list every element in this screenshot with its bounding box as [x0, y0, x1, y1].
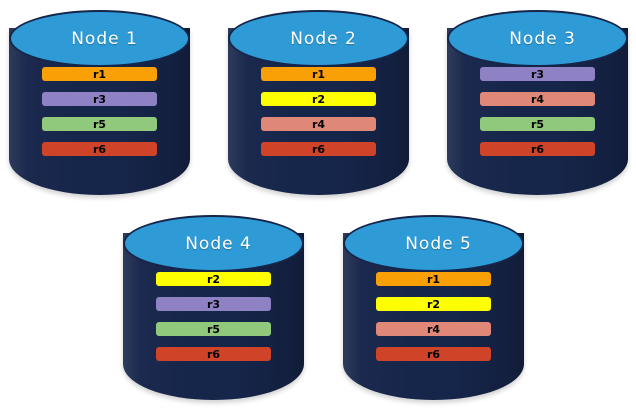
node-label: Node 2 [290, 28, 357, 49]
replica-list: r3 r4 r5 r6 [480, 67, 595, 156]
node-cylinder-1[interactable]: Node 1 r1 r3 r5 r6 [9, 10, 190, 195]
replica-bar[interactable]: r5 [480, 117, 595, 131]
replica-bar[interactable]: r1 [42, 67, 157, 81]
replica-bar[interactable]: r5 [42, 117, 157, 131]
replica-bar[interactable]: r2 [376, 297, 491, 311]
replica-bar[interactable]: r1 [261, 67, 376, 81]
node-top-ellipse [123, 215, 304, 272]
node-cylinder-5[interactable]: Node 5 r1 r2 r4 r6 [343, 215, 524, 400]
node-cylinder-4[interactable]: Node 4 r2 r3 r5 r6 [123, 215, 304, 400]
replica-bar[interactable]: r2 [156, 272, 271, 286]
node-label: Node 1 [71, 28, 138, 49]
replica-bar[interactable]: r6 [261, 142, 376, 156]
replica-bar[interactable]: r5 [156, 322, 271, 336]
node-top-ellipse [343, 215, 524, 272]
replica-list: r1 r2 r4 r6 [376, 272, 491, 361]
node-top-ellipse [228, 10, 409, 67]
replica-bar[interactable]: r6 [156, 347, 271, 361]
replica-bar[interactable]: r4 [480, 92, 595, 106]
replica-list: r1 r2 r4 r6 [261, 67, 376, 156]
replica-bar[interactable]: r3 [156, 297, 271, 311]
node-label: Node 5 [405, 233, 472, 254]
replica-bar[interactable]: r4 [376, 322, 491, 336]
node-cylinder-3[interactable]: Node 3 r3 r4 r5 r6 [447, 10, 628, 195]
replica-bar[interactable]: r6 [42, 142, 157, 156]
replica-bar[interactable]: r3 [42, 92, 157, 106]
node-cylinder-2[interactable]: Node 2 r1 r2 r4 r6 [228, 10, 409, 195]
replica-list: r2 r3 r5 r6 [156, 272, 271, 361]
node-label: Node 4 [185, 233, 252, 254]
node-label: Node 3 [509, 28, 576, 49]
replica-bar[interactable]: r6 [376, 347, 491, 361]
replica-bar[interactable]: r2 [261, 92, 376, 106]
node-top-ellipse [447, 10, 628, 67]
replica-bar[interactable]: r3 [480, 67, 595, 81]
replica-list: r1 r3 r5 r6 [42, 67, 157, 156]
node-top-ellipse [9, 10, 190, 67]
replica-bar[interactable]: r1 [376, 272, 491, 286]
replica-bar[interactable]: r4 [261, 117, 376, 131]
replica-bar[interactable]: r6 [480, 142, 595, 156]
